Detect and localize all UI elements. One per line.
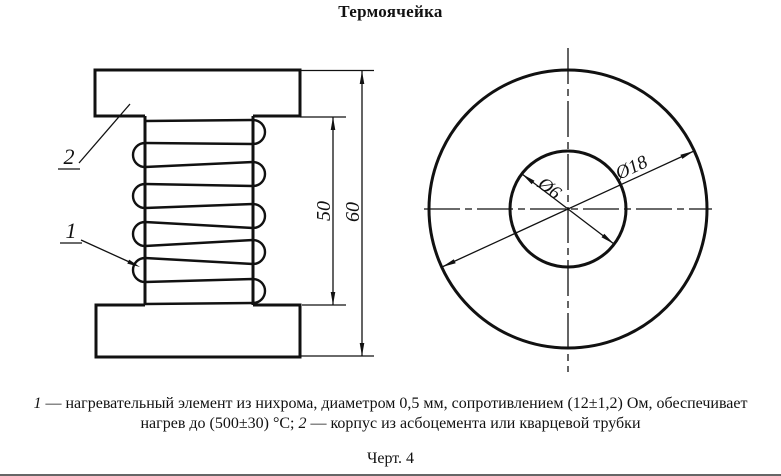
caption-line2-start: нагрев до (500±30) °С;	[140, 415, 299, 432]
figure-number: Черт. 4	[366, 450, 415, 467]
top-view: Ø18 Ø6	[424, 48, 712, 372]
caption-item1-text: — нагревательный элемент из нихрома, диа…	[41, 395, 748, 412]
dim60-arrow-bottom	[359, 343, 365, 356]
dim-d18-arrow-lower	[442, 259, 456, 267]
leader-arrowhead-part1	[127, 259, 140, 267]
front-view: 2 1 50 60	[58, 68, 374, 359]
dim60-arrow-top	[359, 71, 365, 84]
page-title: Термоячейка	[338, 2, 443, 21]
leader-line-part1	[80, 239, 137, 266]
dim50-arrow-top	[330, 117, 336, 130]
caption-item2-text: — корпус из асбоцемента или кварцевой тр…	[306, 415, 641, 432]
dim60-value: 60	[342, 202, 364, 222]
caption-line-2: нагрев до (500±30) °С; 2 — корпус из асб…	[0, 414, 781, 434]
dim-d6-arrow-upper	[522, 174, 535, 185]
top-flange	[93, 68, 302, 118]
bottom-flange	[94, 303, 302, 359]
dim-d6-arrow-lower	[601, 233, 614, 244]
page-bottom-rule	[0, 474, 781, 476]
part1-label: 1	[66, 218, 77, 243]
dim50-arrow-bottom	[330, 292, 336, 305]
caption-item1-number: 1	[33, 395, 42, 412]
dim-d18-arrow-upper	[680, 151, 694, 159]
heating-coil	[131, 118, 267, 306]
leader-line-part2	[78, 103, 131, 164]
dim-d6-value: Ø6	[533, 173, 565, 205]
dim50-value: 50	[313, 201, 335, 221]
figure-caption: 1 — нагревательный элемент из нихрома, д…	[0, 394, 781, 434]
technical-drawing: 2 1 50 60	[58, 48, 712, 372]
part2-label: 2	[64, 144, 75, 169]
dimension-line-d6	[521, 173, 615, 245]
caption-line-1: 1 — нагревательный элемент из нихрома, д…	[0, 394, 781, 414]
caption-item2-number: 2	[298, 415, 307, 432]
